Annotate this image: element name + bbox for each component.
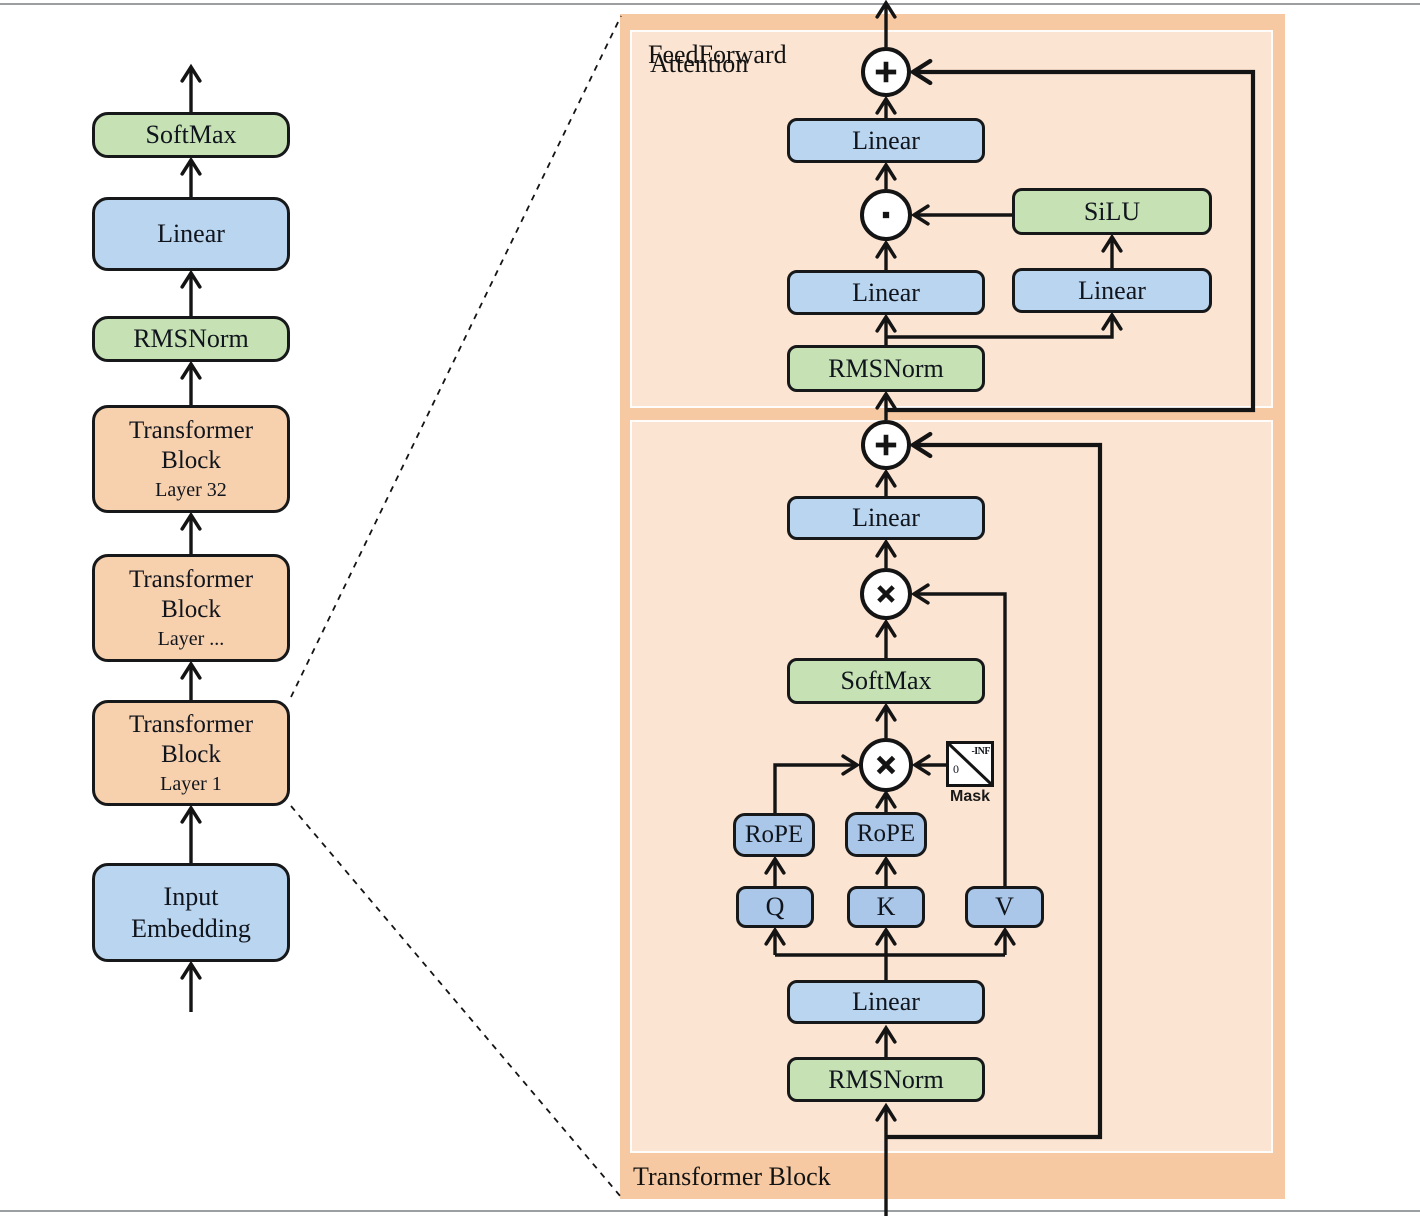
mask-zero-value: 0 [953,762,959,776]
ff-linear-gate-box: Linear [787,270,985,315]
transformer-block-dots-label: Transformer Block [128,565,254,624]
add-icon [875,61,897,83]
input-embedding-label: Input Embedding [131,881,251,943]
input-embedding-box: Input Embedding [92,863,290,962]
transformer-block-dots-box: Transformer Block Layer ... [92,554,290,662]
multiply-icon [877,585,895,603]
attention-linear-in-box: Linear [787,980,985,1024]
silu-box: SiLU [1012,188,1212,235]
attention-linear-out-label: Linear [852,503,920,533]
arrow-ffrmsnorm-to-linearup [886,311,1123,339]
elementwise-product-circle [860,189,912,241]
transformer-block-panel-label: Transformer Block [633,1162,831,1191]
attention-softmax-box: SoftMax [787,658,985,704]
attention-softmax-label: SoftMax [840,666,932,696]
q-rope-wire-to-matmul [773,754,861,813]
attention-linear-out-box: Linear [787,496,985,540]
rope-k-box: RoPE [845,812,927,857]
query-label: Q [765,892,785,922]
zoom-guide-bottom [290,805,622,1198]
transformer-block-1-box: Transformer Block Layer 1 [92,700,290,806]
mask-neg-inf-value: -INF [971,746,990,757]
ff-residual-wire [886,58,1256,413]
rope-q-box: RoPE [733,813,815,857]
feedforward-section-label: FeedForward [648,40,787,69]
attention-residual-add-circle [861,420,911,470]
left-rmsnorm-box: RMSNorm [92,316,290,362]
mask-label: Mask [949,788,991,805]
ff-residual-add-circle [861,47,911,97]
query-box: Q [736,886,814,928]
attention-section-label: Attention [650,49,749,78]
v-wire-to-matmul [910,583,1007,886]
ff-linear-up-box: Linear [1012,268,1212,313]
rope-k-label: RoPE [856,820,916,848]
left-linear-label: Linear [157,219,225,249]
transformer-block-32-label: Transformer Block [128,416,254,475]
ff-linear-out-box: Linear [787,118,985,163]
add-icon [875,434,897,456]
attention-linear-in-label: Linear [852,987,920,1017]
matmul-qk-circle [859,738,913,792]
causal-mask-icon: -INF 0 [946,741,994,787]
matmul-value-circle [860,568,912,620]
left-linear-box: Linear [92,197,290,271]
ff-rmsnorm-label: RMSNorm [828,353,944,383]
silu-label: SiLU [1083,196,1141,226]
value-box: V [965,886,1044,928]
transformer-block-1-label: Transformer Block [128,710,254,769]
elementwise-dot-icon [882,211,890,219]
attention-residual-wire [886,431,1103,1140]
page-top-border [0,3,1420,5]
mask-diagonal [949,744,991,784]
left-rmsnorm-label: RMSNorm [133,324,249,354]
transformer-block-dots-layer: Layer ... [157,627,225,650]
key-label: K [876,892,896,922]
rope-q-label: RoPE [744,820,804,848]
transformer-block-32-layer: Layer 32 [155,478,227,501]
ff-rmsnorm-box: RMSNorm [787,345,985,392]
key-box: K [847,886,925,928]
ff-linear-out-label: Linear [852,125,920,155]
left-softmax-box: SoftMax [92,112,290,158]
attention-rmsnorm-box: RMSNorm [787,1057,985,1102]
multiply-icon [876,755,896,775]
left-softmax-label: SoftMax [145,120,237,150]
ff-linear-up-label: Linear [1078,275,1146,305]
transformer-block-1-layer: Layer 1 [160,772,222,795]
attention-rmsnorm-label: RMSNorm [828,1064,944,1094]
zoom-guide-top [290,15,622,698]
page-bottom-border [0,1210,1420,1212]
value-label: V [995,892,1014,922]
transformer-block-32-box: Transformer Block Layer 32 [92,405,290,513]
ff-linear-gate-label: Linear [852,277,920,307]
